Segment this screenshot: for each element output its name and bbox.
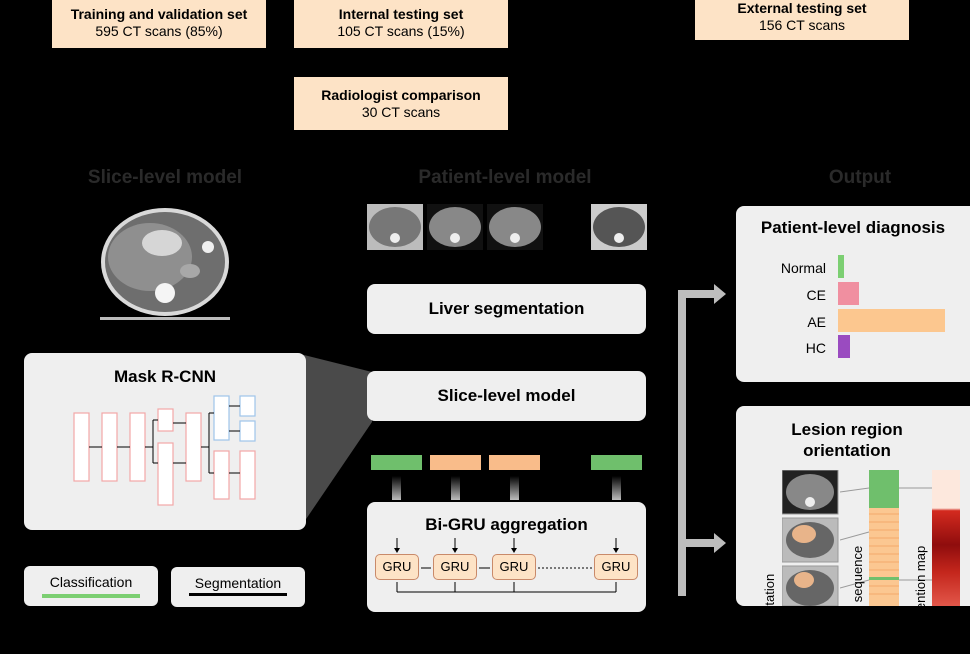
dx-label-hc: HC: [805, 340, 826, 356]
training-set-title: Training and validation set: [70, 6, 248, 22]
feature-vector-3: [489, 455, 540, 470]
lesion-connectors: [840, 487, 932, 589]
segmentation-legend-swatch: [189, 593, 287, 596]
dx-label-ce: CE: [806, 287, 826, 303]
patient-diagnosis-title: Patient-level diagnosis: [760, 218, 946, 237]
radiologist-title: Radiologist comparison: [321, 87, 481, 103]
feature-vector-4: [591, 455, 642, 470]
ct-thumb-2: [427, 204, 483, 250]
dx-bar-hc: [838, 335, 850, 358]
lesion-segmentation-thumbs: [782, 470, 839, 606]
dx-bar-ce: [838, 282, 859, 305]
external-set-box: External testing set 156 CT scans: [695, 0, 909, 40]
ct-sequence-thumbnails: [367, 204, 647, 250]
lesion-panel: Lesion region orientation: [736, 406, 970, 654]
dx-bar-normal: [838, 255, 844, 278]
classification-legend: Classification: [24, 566, 158, 606]
ct-thumb-1: [367, 204, 423, 250]
ct-thumb-3: [487, 204, 543, 250]
patient-column-title: Patient-level model: [418, 167, 592, 188]
lesion-title-line1: Lesion region: [791, 420, 903, 439]
dx-label-normal: Normal: [780, 260, 826, 276]
feature-vector-1: [371, 455, 422, 470]
liver-segmentation-step: Liver segmentation: [367, 284, 646, 334]
ct-slice-image: [100, 208, 230, 320]
bigru-panel: Bi-GRU aggregation GRU GRU GRU GRU: [367, 502, 646, 612]
internal-set-box: Internal testing set 105 CT scans (15%): [294, 0, 508, 48]
ct-thumb-4: [591, 204, 647, 250]
lesion-attention-label: Attention map: [913, 545, 928, 626]
classification-legend-label: Classification: [49, 574, 133, 590]
output-column-title: Output: [828, 167, 892, 188]
gru-cell-4: GRU: [594, 554, 638, 580]
output-arrows: [678, 284, 726, 596]
patient-diagnosis-panel: Patient-level diagnosis Normal CE AE HC: [736, 206, 970, 382]
radiologist-box: Radiologist comparison 30 CT scans: [294, 77, 508, 130]
lesion-title-line2: orientation: [803, 441, 891, 460]
slice-sequence-strip: [869, 470, 899, 606]
classification-legend-swatch: [42, 594, 140, 598]
model-zoom-connector: [300, 354, 372, 528]
attention-map-strip: [932, 470, 960, 606]
lesion-segmentation-label: Segmentation: [762, 573, 777, 654]
slice-level-model-step: Slice-level model: [367, 371, 646, 421]
training-set-box: Training and validation set 595 CT scans…: [52, 0, 266, 48]
mask-rcnn-architecture: [73, 395, 256, 506]
dx-bar-ae: [838, 309, 945, 332]
mask-rcnn-panel: Mask R-CNN: [24, 353, 306, 530]
gru-cell-2: GRU: [433, 554, 477, 580]
feature-connectors: [392, 476, 621, 500]
radiologist-detail: 30 CT scans: [361, 104, 441, 120]
slice-column-title: Slice-level model: [87, 167, 243, 188]
internal-set-title: Internal testing set: [338, 6, 464, 22]
internal-set-detail: 105 CT scans (15%): [337, 23, 465, 39]
bigru-title: Bi-GRU aggregation: [425, 515, 588, 534]
external-set-detail: 156 CT scans: [758, 17, 846, 33]
dx-label-ae: AE: [807, 314, 826, 330]
gru-cell-1: GRU: [375, 554, 419, 580]
mask-rcnn-title: Mask R-CNN: [113, 367, 217, 386]
gru-cell-3: GRU: [492, 554, 536, 580]
lesion-sequence-label: Slice sequence: [850, 545, 865, 634]
training-set-detail: 595 CT scans (85%): [95, 23, 223, 39]
external-set-title: External testing set: [737, 0, 867, 16]
gru-connections: [394, 538, 619, 593]
segmentation-legend-label: Segmentation: [194, 575, 282, 591]
segmentation-legend: Segmentation: [171, 567, 305, 607]
feature-vector-2: [430, 455, 481, 470]
